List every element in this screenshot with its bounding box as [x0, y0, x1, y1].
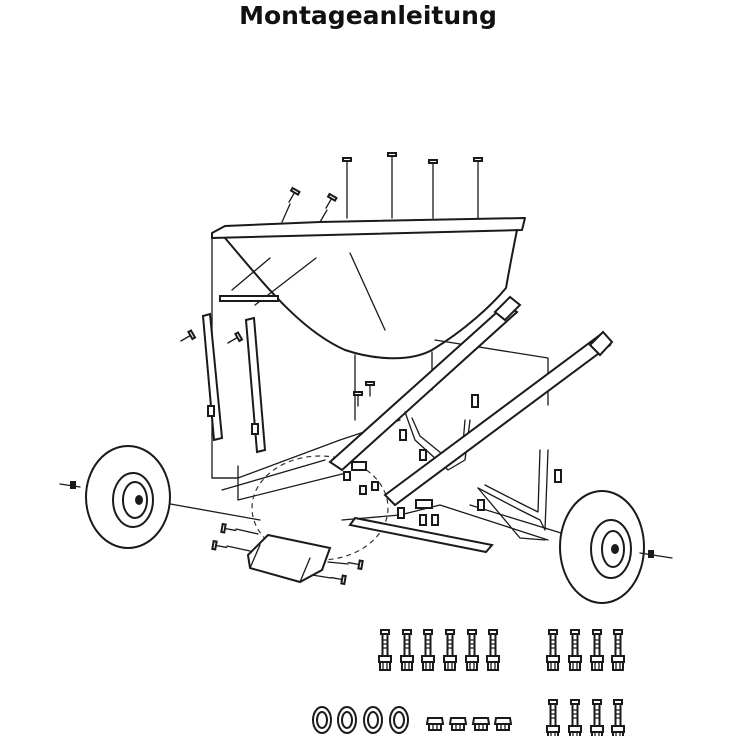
- axle-bar: [348, 516, 494, 554]
- parts-bolts-row-3: [546, 699, 625, 736]
- screw-icon: [220, 523, 259, 536]
- bolt-icon: [421, 629, 435, 671]
- parts-bolts-row-2: [546, 629, 625, 671]
- bolt-icon: [546, 629, 560, 671]
- parts-nuts: [426, 717, 512, 731]
- screw-icon: [177, 329, 196, 346]
- screw-icon: [211, 540, 251, 553]
- nut-icon: [449, 717, 467, 731]
- screw-icon: [473, 157, 483, 219]
- screw-icon: [327, 557, 364, 570]
- bolt-icon: [568, 629, 582, 671]
- screw-icon: [387, 152, 397, 219]
- bolt-icon: [568, 699, 582, 736]
- handle-left: [328, 295, 522, 472]
- bolt-icon: [378, 629, 392, 671]
- page-title: Montageanleitung: [239, 1, 497, 30]
- screw-icon: [365, 381, 375, 397]
- bolt-icon: [486, 629, 500, 671]
- nut-icon: [494, 717, 512, 731]
- frame-hardware: [343, 381, 562, 526]
- bolt-icon: [611, 699, 625, 736]
- screw-icon: [319, 193, 338, 223]
- bolt-icon: [546, 699, 560, 736]
- screw-icon: [281, 187, 301, 223]
- parts-washers: [312, 706, 409, 734]
- washer-icon: [337, 706, 357, 734]
- bolt-icon: [590, 699, 604, 736]
- nut-icon: [472, 717, 490, 731]
- screw-icon: [311, 572, 347, 585]
- bolt-icon: [590, 629, 604, 671]
- left-brackets: [177, 312, 267, 454]
- axle-bracket: [211, 523, 364, 585]
- wheel-right: [559, 490, 673, 604]
- nut-icon: [426, 717, 444, 731]
- handle-right: [383, 330, 614, 541]
- bolt-icon: [443, 629, 457, 671]
- bolt-icon: [611, 629, 625, 671]
- top-screws: [281, 152, 483, 223]
- washer-icon: [389, 706, 409, 734]
- washer-icon: [312, 706, 332, 734]
- washer-icon: [363, 706, 383, 734]
- wheel-left: [59, 445, 171, 549]
- bolt-icon: [465, 629, 479, 671]
- screw-icon: [224, 331, 243, 348]
- screw-icon: [342, 157, 352, 219]
- bolt-icon: [400, 629, 414, 671]
- parts-bolts-row-1: [378, 629, 500, 671]
- screw-icon: [428, 159, 438, 219]
